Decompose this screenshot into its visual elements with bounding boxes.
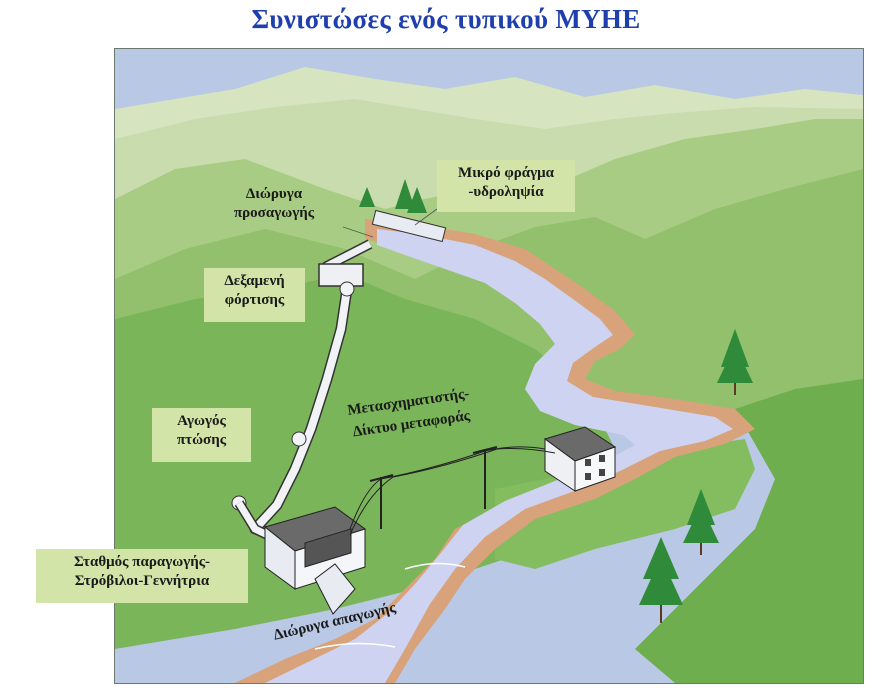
house-window	[599, 469, 605, 476]
house-window	[585, 473, 591, 480]
penstock-joint	[340, 282, 354, 296]
label-dam-line1: Μικρό φράγμα	[443, 164, 569, 183]
penstock-joint	[292, 432, 306, 446]
label-forebay-line2: φόρτισης	[210, 291, 299, 310]
label-forebay-line1: Δεξαμενή	[210, 272, 299, 291]
label-powerhouse-line2: Στρόβιλοι-Γεννήτρια	[42, 572, 242, 591]
house-window	[585, 459, 591, 466]
label-powerhouse-line1: Σταθμός παραγωγής-	[42, 553, 242, 572]
label-forebay: Δεξαμενή φόρτισης	[204, 268, 305, 322]
label-dam-line2: -υδροληψία	[443, 183, 569, 202]
page-title: Συνιστώσες ενός τυπικού ΜΥΗΕ	[0, 4, 892, 35]
label-intake-canal-line1: Διώρυγα	[220, 185, 328, 204]
house-window	[599, 455, 605, 462]
label-powerhouse: Σταθμός παραγωγής- Στρόβιλοι-Γεννήτρια	[36, 549, 248, 603]
label-penstock: Αγωγός πτώσης	[152, 408, 251, 462]
label-intake-canal-line2: προσαγωγής	[220, 204, 328, 223]
forebay-tank	[319, 264, 363, 286]
label-penstock-line1: Αγωγός	[158, 412, 245, 431]
label-intake-canal: Διώρυγα προσαγωγής	[214, 181, 334, 233]
label-penstock-line2: πτώσης	[158, 431, 245, 450]
label-dam: Μικρό φράγμα -υδροληψία	[437, 160, 575, 212]
